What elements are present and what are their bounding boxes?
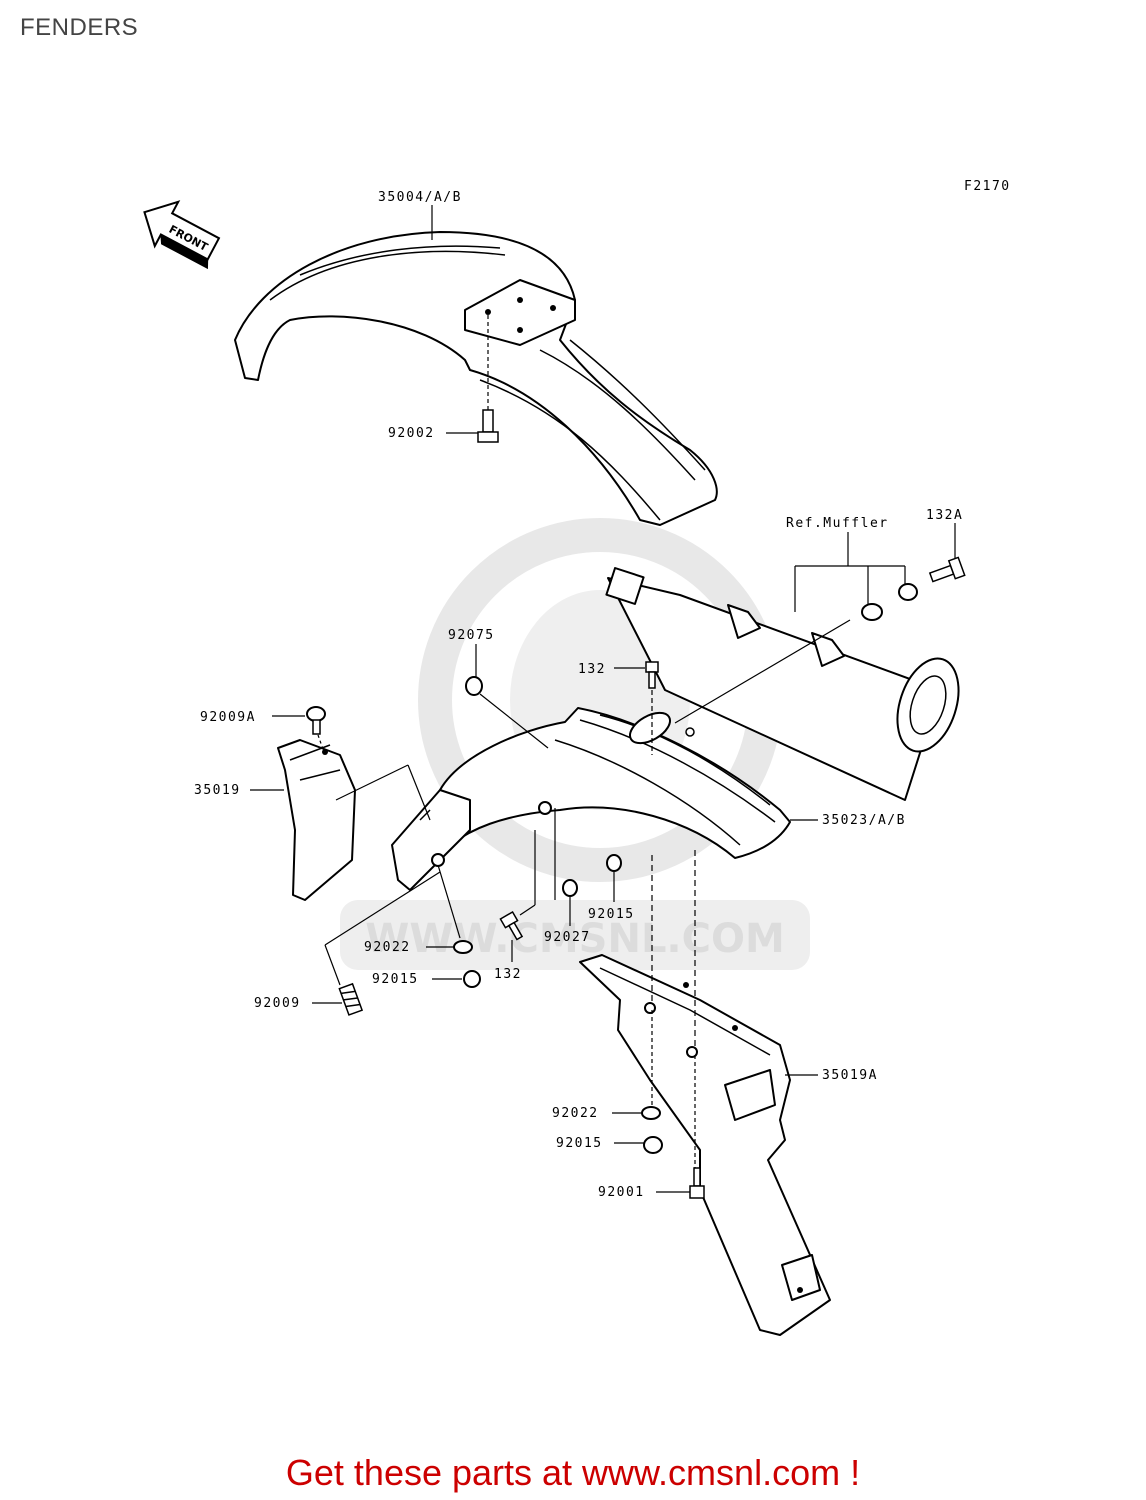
callout-92022-left: 92022 — [364, 940, 411, 955]
callout-92002: 92002 — [388, 426, 435, 441]
callout-92015-center: 92015 — [588, 907, 635, 922]
grommet-icon — [861, 583, 918, 621]
callout-35023: 35023/A/B — [822, 813, 906, 828]
bolt-132-icon — [645, 661, 659, 689]
callout-92009a: 92009A — [200, 710, 256, 725]
rear-fender — [391, 707, 791, 891]
collar-92027-icon — [562, 879, 578, 897]
callout-92009: 92009 — [254, 996, 301, 1011]
watermark-text: WWW.CMSNL.COM — [365, 916, 785, 962]
callout-35004: 35004/A/B — [378, 190, 462, 205]
callout-132-lower: 132 — [494, 967, 522, 982]
bolt-92002-icon — [477, 409, 499, 443]
bolt-132a-icon — [928, 556, 966, 583]
nut-92015-rear-icon — [643, 1136, 663, 1154]
front-fender — [234, 231, 718, 526]
flap-35019 — [277, 739, 356, 901]
washer-92022-left-icon — [453, 940, 473, 954]
promo-link[interactable]: Get these parts at www.cmsnl.com ! — [285, 1452, 861, 1493]
callout-132-upper: 132 — [578, 662, 606, 677]
nut-92015-center-icon — [606, 854, 622, 872]
callout-92015-rear: 92015 — [556, 1136, 603, 1151]
page-title: FENDERS — [20, 14, 139, 41]
callout-92015-left: 92015 — [372, 972, 419, 987]
muffler — [605, 567, 960, 801]
bolt-132-lower-icon — [499, 910, 524, 941]
nut-92075-icon — [465, 676, 483, 696]
rear-flap-35019a — [579, 954, 831, 1336]
callout-92075: 92075 — [448, 628, 495, 643]
nut-92015-left-icon — [463, 970, 481, 988]
washer-92022-rear-icon — [641, 1106, 661, 1120]
figure-code: F2170 — [964, 179, 1011, 194]
bolt-92009a-icon — [306, 706, 326, 735]
muffler-reference-label: Ref.Muffler — [786, 516, 889, 531]
callout-92001: 92001 — [598, 1185, 645, 1200]
callout-132a: 132A — [926, 508, 963, 523]
bolt-92001-icon — [689, 1167, 705, 1199]
fenders-exploded-diagram: WWW.CMSNL.COM F2170 FRONT 35004/A/B 9200… — [143, 179, 1011, 1336]
callout-92027: 92027 — [544, 930, 591, 945]
callout-35019: 35019 — [194, 783, 241, 798]
bolt-92009-icon — [338, 982, 364, 1016]
front-arrow-icon: FRONT — [143, 200, 221, 270]
callout-35019a: 35019A — [822, 1068, 878, 1083]
callout-92022-rear: 92022 — [552, 1106, 599, 1121]
